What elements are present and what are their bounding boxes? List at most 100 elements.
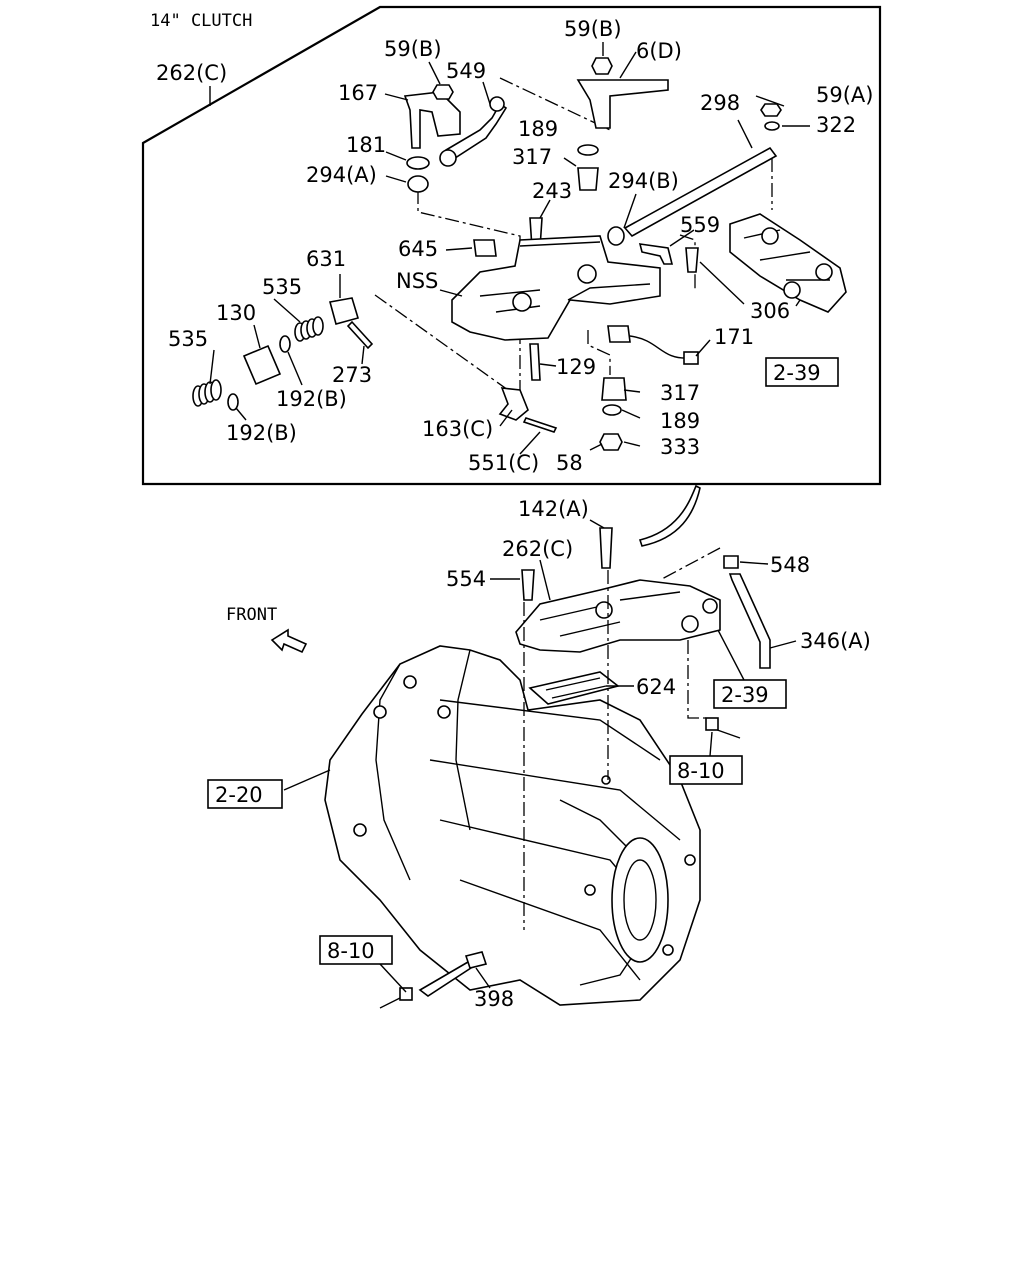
callout-262c: 262(C) [502, 537, 573, 561]
callout-554: 554 [446, 567, 486, 591]
shift-rod-298 [623, 146, 778, 238]
diagram-title: 14" CLUTCH [150, 11, 252, 31]
callout-333: 333 [660, 435, 700, 459]
callout-189: 189 [518, 117, 558, 141]
shift-housing [451, 235, 661, 341]
callout-298: 298 [700, 91, 740, 115]
callout-346a: 346(A) [800, 629, 871, 653]
callout-59a: 59(A) [816, 83, 873, 107]
callout-631: 631 [306, 247, 346, 271]
svg-text:2-20: 2-20 [215, 783, 263, 807]
ring-189-top [577, 144, 599, 156]
boss [512, 292, 532, 312]
callout-192b: 192(B) [226, 421, 297, 445]
valve-port [761, 227, 779, 245]
sensor-171 [607, 325, 631, 343]
callout-548: 548 [770, 553, 810, 577]
nut-59b-top [591, 57, 613, 75]
detail-inset-frame [141, 5, 882, 486]
link-rod-549 [444, 102, 508, 162]
svg-text:2-39: 2-39 [721, 683, 769, 707]
fitting-548 [723, 555, 739, 569]
callout-181: 181 [346, 133, 386, 157]
bolt-554 [521, 569, 535, 601]
callout-549: 549 [446, 59, 486, 83]
leader-lines-main [283, 519, 797, 993]
connector [683, 351, 699, 365]
block-631 [328, 297, 360, 325]
callout-317: 317 [512, 145, 552, 169]
valve-port [815, 263, 833, 281]
callout-163c: 163(C) [422, 417, 493, 441]
callout-189: 189 [660, 409, 700, 433]
svg-text:2-39: 2-39 [773, 361, 821, 385]
connector-398 [399, 987, 413, 1001]
callout-322: 322 [816, 113, 856, 137]
switch-645 [473, 239, 497, 257]
callout-130: 130 [216, 301, 256, 325]
ball-joint [439, 149, 457, 167]
hose-346a [728, 573, 771, 669]
callout-6d: 6(D) [636, 39, 682, 63]
callout-167: 167 [338, 81, 378, 105]
callout-535: 535 [168, 327, 208, 351]
connector-8-10 [705, 717, 719, 731]
seal-294b [607, 226, 625, 246]
sensor-398-head [464, 951, 488, 969]
bolt-306 [685, 247, 699, 273]
bolt-142a [599, 527, 613, 569]
bushing-317-bottom [601, 377, 627, 401]
pipe-559 [638, 243, 674, 265]
ring-189-bottom [602, 404, 622, 416]
shift-control-unit [515, 579, 721, 653]
callout-317: 317 [660, 381, 700, 405]
lever-163c [498, 387, 529, 421]
front-arrow-icon [270, 628, 308, 654]
ref-box-8-10-left[interactable]: 8-10 [319, 935, 393, 965]
inset-arrow [638, 484, 701, 547]
callout-306: 306 [750, 299, 790, 323]
callout-273: 273 [332, 363, 372, 387]
washer-192b-lower [227, 393, 239, 411]
callout-58: 58 [556, 451, 583, 475]
callout-559: 559 [680, 213, 720, 237]
spring-535-left [192, 379, 222, 407]
valve-port [783, 281, 801, 299]
svg-text:8-10: 8-10 [677, 759, 725, 783]
gasket-624 [528, 671, 620, 705]
alignment-lines-main [523, 547, 721, 930]
bushing-294a [407, 175, 429, 193]
valve-assembly [729, 213, 847, 313]
ref-box-2-20[interactable]: 2-20 [207, 779, 283, 809]
callout-294a: 294(A) [306, 163, 377, 187]
shift-lever-bracket [576, 79, 669, 129]
rod-129 [529, 343, 541, 381]
callout-129: 129 [556, 355, 596, 379]
callout-192b: 192(B) [276, 387, 347, 411]
bushing-317-top [577, 167, 599, 191]
cylinder-130 [242, 344, 282, 386]
spring-535-right [294, 316, 324, 342]
nut-59b-left [432, 84, 454, 100]
svg-text:8-10: 8-10 [327, 939, 375, 963]
pin-273 [346, 320, 374, 350]
pin-551c [522, 417, 558, 433]
front-label: FRONT [226, 605, 277, 625]
callout-171: 171 [714, 325, 754, 349]
ref-box-2-39-main[interactable]: 2-39 [713, 679, 787, 709]
callout-nss: NSS [396, 269, 438, 293]
callout-243: 243 [532, 179, 572, 203]
callout-535: 535 [262, 275, 302, 299]
nut-333 [599, 433, 623, 451]
ref-box-2-39-inset[interactable]: 2-39 [765, 357, 839, 387]
ball-joint [489, 96, 505, 112]
callout-59b: 59(B) [384, 37, 442, 61]
washer-322 [764, 121, 780, 131]
callout-624: 624 [636, 675, 676, 699]
leader-lines-inset [209, 42, 810, 455]
callout-551c: 551(C) [468, 451, 539, 475]
bracket-167 [403, 91, 461, 149]
callout-59b: 59(B) [564, 17, 622, 41]
ref-box-8-10-right[interactable]: 8-10 [669, 755, 743, 785]
